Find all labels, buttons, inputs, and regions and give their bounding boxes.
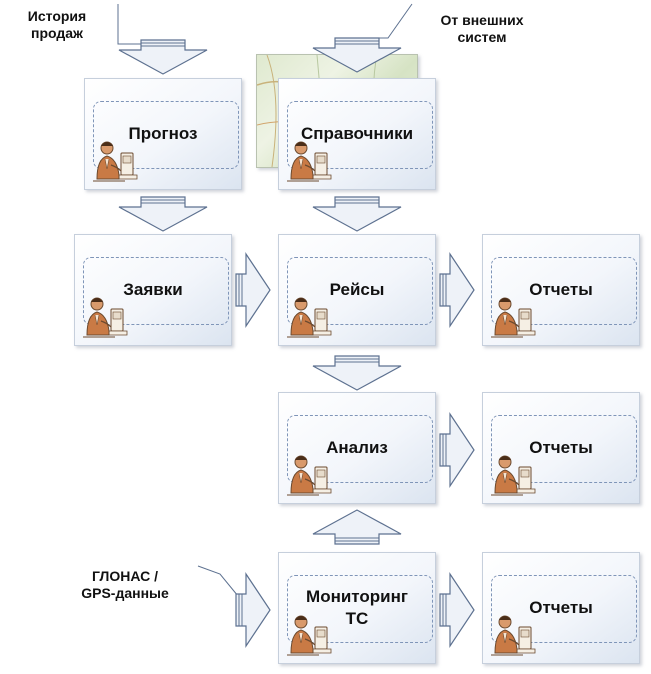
box-reports-2: Отчеты (482, 392, 640, 504)
box-label: Рейсы (329, 280, 385, 299)
person-at-computer-icon (491, 615, 536, 656)
arrow-into-forecast (118, 39, 208, 75)
person-at-computer-icon (287, 297, 332, 338)
box-forecast: Прогноз (84, 78, 242, 190)
box-label: Анализ (326, 438, 388, 457)
box-label: Отчеты (529, 280, 593, 299)
note-glonass: ГЛОНАС / GPS-данные (60, 568, 190, 602)
box-analysis: Анализ (278, 392, 436, 504)
dashed-frame (287, 101, 433, 169)
box-label: Мониторинг ТС (306, 587, 408, 628)
arrow-forecast-to-orders (118, 196, 208, 232)
box-reports-1: Отчеты (482, 234, 640, 346)
dashed-frame (491, 415, 637, 483)
box-directories: Справочники (278, 78, 436, 190)
arrow-trips-to-analysis (312, 355, 402, 391)
note-glonass-text: ГЛОНАС / GPS-данные (81, 568, 169, 601)
box-label: Прогноз (128, 124, 198, 143)
note-sales-history: История продаж (12, 8, 102, 42)
person-at-computer-icon (491, 297, 536, 338)
dashed-frame (491, 575, 637, 643)
arrow-glonass-to-monitoring (235, 573, 271, 647)
callout-line-glonass (197, 565, 239, 597)
note-external-systems: От внешних систем (432, 12, 532, 46)
dashed-frame (287, 257, 433, 325)
callout-line-external (340, 3, 413, 39)
box-monitoring: Мониторинг ТС (278, 552, 436, 664)
person-at-computer-icon (287, 141, 332, 182)
callout-line-sales (117, 4, 152, 45)
note-sales-history-text: История продаж (27, 8, 87, 41)
box-label: Заявки (123, 280, 183, 299)
arrow-monitoring-to-analysis (312, 509, 402, 545)
box-label: Отчеты (529, 598, 593, 617)
arrow-trips-to-reports (439, 253, 475, 327)
person-at-computer-icon (93, 141, 138, 182)
arrow-into-directories (312, 37, 402, 73)
dashed-frame (491, 257, 637, 325)
person-at-computer-icon (287, 455, 332, 496)
person-at-computer-icon (287, 615, 332, 656)
arrow-monitoring-to-reports (439, 573, 475, 647)
note-external-systems-text: От внешних систем (440, 12, 524, 45)
box-trips: Рейсы (278, 234, 436, 346)
box-orders: Заявки (74, 234, 232, 346)
dashed-frame (83, 257, 229, 325)
box-label: Отчеты (529, 438, 593, 457)
arrow-directories-to-trips (312, 196, 402, 232)
arrow-orders-to-trips (235, 253, 271, 327)
box-label: Справочники (300, 124, 414, 143)
dashed-frame (287, 575, 433, 643)
person-at-computer-icon (491, 455, 536, 496)
dashed-frame (93, 101, 239, 169)
person-at-computer-icon (83, 297, 128, 338)
arrow-analysis-to-reports (439, 413, 475, 487)
dashed-frame (287, 415, 433, 483)
box-reports-3: Отчеты (482, 552, 640, 664)
